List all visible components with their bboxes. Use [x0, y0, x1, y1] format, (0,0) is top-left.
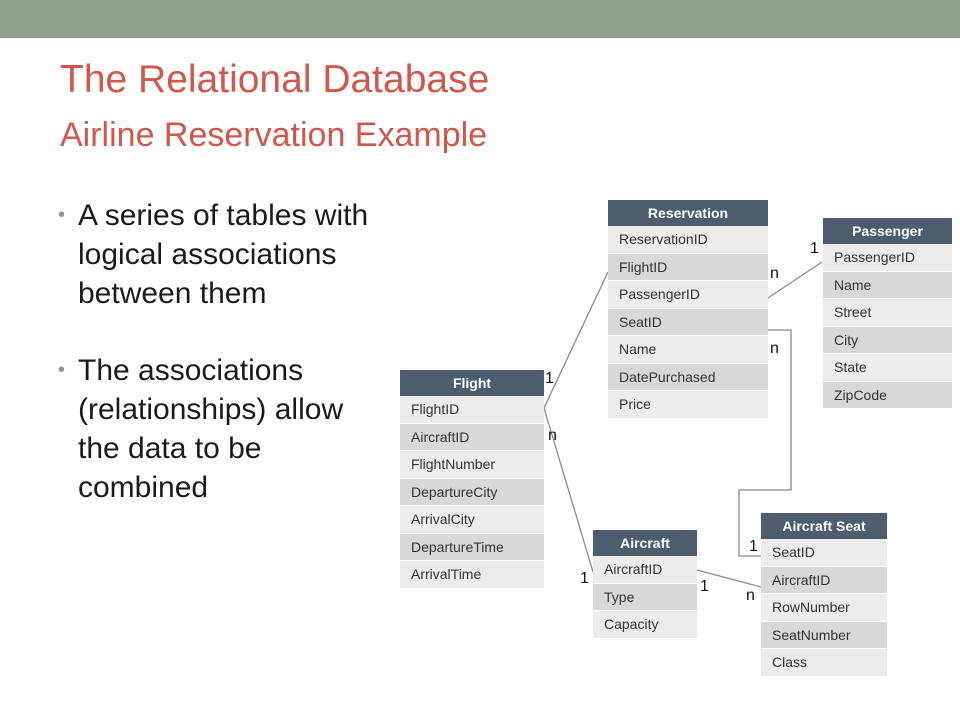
table-field: Price: [608, 391, 768, 419]
table-header: Flight: [400, 370, 544, 396]
table-field: SeatID: [608, 308, 768, 336]
table-header: Reservation: [608, 200, 768, 226]
table-field: DatePurchased: [608, 363, 768, 391]
table-field: RowNumber: [761, 594, 887, 622]
table-field: AircraftID: [593, 556, 697, 584]
table-field: SeatID: [761, 539, 887, 567]
table-field: AircraftID: [400, 423, 544, 451]
cardinality-label: 1: [810, 240, 819, 257]
bullet-dot-icon: •: [58, 204, 66, 226]
table-field: ReservationID: [608, 226, 768, 254]
table-field: State: [823, 354, 952, 382]
bullet-item: • A series of tables with logical associa…: [56, 196, 376, 313]
reservation-seat-link: [738, 329, 792, 557]
table-field: Name: [823, 271, 952, 299]
cardinality-label: 1: [700, 578, 709, 595]
cardinality-label: n: [548, 427, 557, 444]
table-field: Class: [761, 649, 887, 677]
table-header: Aircraft Seat: [761, 513, 887, 539]
table-header: Aircraft: [593, 530, 697, 556]
cardinality-label: n: [746, 587, 755, 604]
table-field: DepartureCity: [400, 478, 544, 506]
slide-title: The Relational Database: [60, 58, 490, 101]
table-field: ZipCode: [823, 381, 952, 409]
aircraft-seat-link: [696, 569, 762, 588]
bullet-dot-icon: •: [58, 359, 66, 381]
reservation-passenger-link: [767, 261, 823, 299]
table-field: ArrivalCity: [400, 506, 544, 534]
table-body: AircraftID Type Capacity: [593, 556, 697, 639]
cardinality-label: 1: [545, 370, 554, 387]
table-body: FlightID AircraftID FlightNumber Departu…: [400, 396, 544, 589]
slide-subtitle: Airline Reservation Example: [60, 116, 488, 154]
reservation-table: Reservation ReservationID FlightID Passe…: [608, 200, 768, 419]
cardinality-label: n: [770, 340, 779, 357]
top-accent-bar: [0, 0, 960, 38]
bullet-list: • A series of tables with logical associa…: [56, 196, 376, 545]
table-body: ReservationID FlightID PassengerID SeatI…: [608, 226, 768, 419]
table-field: Capacity: [593, 611, 697, 639]
table-field: FlightID: [400, 396, 544, 424]
flight-table: Flight FlightID AircraftID FlightNumber …: [400, 370, 544, 589]
flight-aircraft-link: [543, 407, 594, 573]
table-field: Name: [608, 336, 768, 364]
bullet-text: The associations (relationships) allow t…: [78, 354, 344, 504]
table-body: PassengerID Name Street City State ZipCo…: [823, 244, 952, 409]
aircraft-seat-table: Aircraft Seat SeatID AircraftID RowNumbe…: [761, 513, 887, 677]
table-field: Type: [593, 583, 697, 611]
bullet-item: • The associations (relationships) allow …: [56, 351, 376, 507]
cardinality-label: 1: [749, 538, 758, 555]
table-field: FlightID: [608, 253, 768, 281]
flight-reservation-link: [543, 271, 609, 409]
table-field: SeatNumber: [761, 621, 887, 649]
bullet-text: A series of tables with logical associat…: [78, 199, 369, 310]
table-field: AircraftID: [761, 566, 887, 594]
table-body: SeatID AircraftID RowNumber SeatNumber C…: [761, 539, 887, 677]
table-field: PassengerID: [608, 281, 768, 309]
table-field: City: [823, 326, 952, 354]
passenger-table: Passenger PassengerID Name Street City S…: [823, 218, 952, 409]
table-field: Street: [823, 299, 952, 327]
aircraft-table: Aircraft AircraftID Type Capacity: [593, 530, 697, 639]
table-field: FlightNumber: [400, 451, 544, 479]
cardinality-label: 1: [580, 570, 589, 587]
cardinality-label: n: [770, 265, 779, 282]
table-field: DepartureTime: [400, 533, 544, 561]
table-field: ArrivalTime: [400, 561, 544, 589]
table-header: Passenger: [823, 218, 952, 244]
table-field: PassengerID: [823, 244, 952, 272]
